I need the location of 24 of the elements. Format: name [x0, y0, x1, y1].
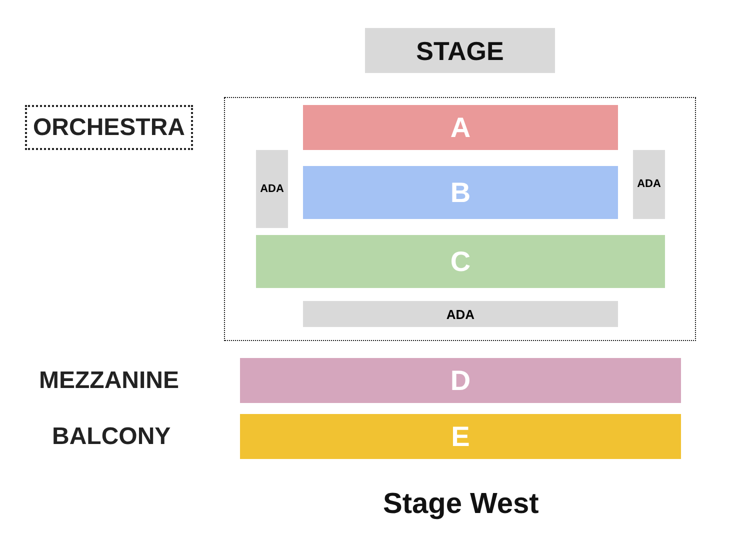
section-letter: D [450, 366, 471, 394]
seating-section [240, 414, 681, 459]
ada-seating-area [633, 150, 665, 219]
ada-seating-area [303, 301, 618, 327]
seating-section [303, 105, 618, 150]
section-letter: B [450, 178, 471, 206]
ada-label: ADA [260, 184, 284, 194]
chart-title: Stage West [383, 490, 539, 519]
section-letter: A [450, 114, 471, 142]
ada-label: ADA [637, 179, 661, 190]
section-label: BALCONY [52, 425, 171, 449]
stage-label: STAGE [416, 38, 504, 64]
seating-section [256, 235, 665, 288]
section-outline [224, 97, 696, 341]
stage-block [365, 28, 555, 73]
section-label: MEZZANINE [39, 369, 179, 393]
ada-seating-area [256, 150, 288, 228]
section-label: ORCHESTRA [32, 116, 185, 140]
section-letter: C [450, 248, 471, 276]
seating-section [240, 358, 681, 403]
section-label-box [25, 105, 193, 150]
seating-section [303, 166, 618, 219]
ada-label: ADA [446, 308, 475, 320]
section-letter: E [451, 422, 470, 450]
